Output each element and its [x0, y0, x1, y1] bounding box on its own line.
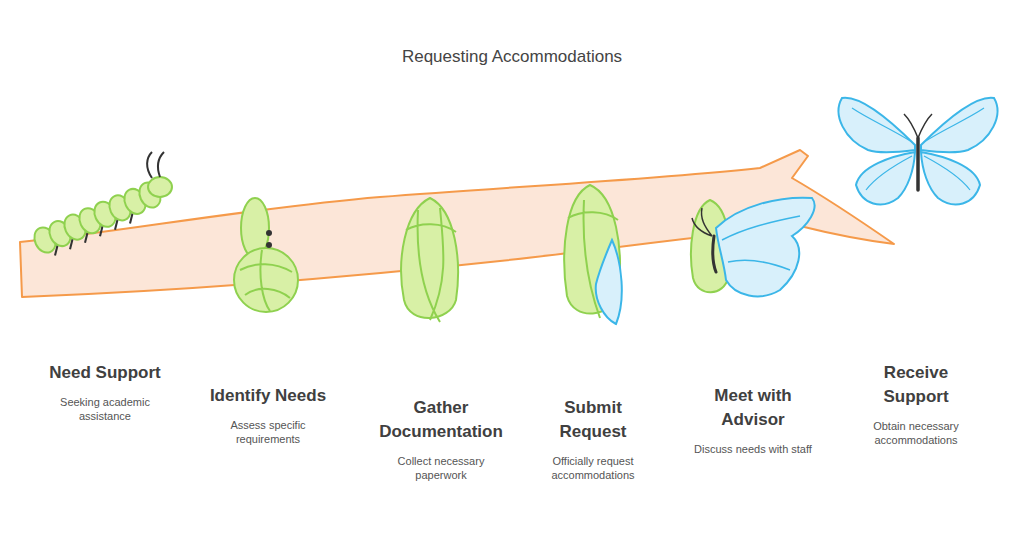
step-description: Collect necessary paperwork [391, 454, 491, 483]
step-description: Obtain necessary accommodations [861, 419, 971, 448]
step-description: Discuss needs with staff [688, 442, 818, 456]
step-heading: Need Support [35, 361, 175, 385]
step-heading: Identify Needs [198, 384, 338, 408]
stage-block: Identify NeedsAssess specific requiremen… [193, 384, 343, 446]
chrysalis-emerging [691, 198, 815, 297]
butterfly [839, 98, 998, 205]
step-heading: Submit Request [543, 396, 643, 444]
step-heading: Receive Support [866, 361, 966, 409]
stage-block: Meet with AdvisorDiscuss needs with staf… [683, 384, 823, 456]
diagram-title: Requesting Accommodations [0, 47, 1024, 67]
chrysalis [401, 198, 458, 322]
chrysalis-curled [234, 198, 298, 312]
caterpillar-head [148, 177, 172, 197]
step-heading: Meet with Advisor [696, 384, 811, 432]
step-heading: Gather Documentation [371, 396, 511, 444]
chrysalis-opening [564, 185, 622, 324]
caterpillar-antenna [147, 152, 164, 178]
step-description: Officially request accommodations [543, 454, 643, 483]
step-description: Seeking academic assistance [55, 395, 155, 424]
stage-block: Need SupportSeeking academic assistance [30, 361, 180, 423]
stage-block: Receive SupportObtain necessary accommod… [856, 361, 976, 447]
caterpillar [30, 152, 172, 256]
step-description: Assess specific requirements [218, 418, 318, 447]
stage-block: Submit RequestOfficially request accommo… [538, 396, 648, 482]
stage-block: Gather DocumentationCollect necessary pa… [366, 396, 516, 482]
